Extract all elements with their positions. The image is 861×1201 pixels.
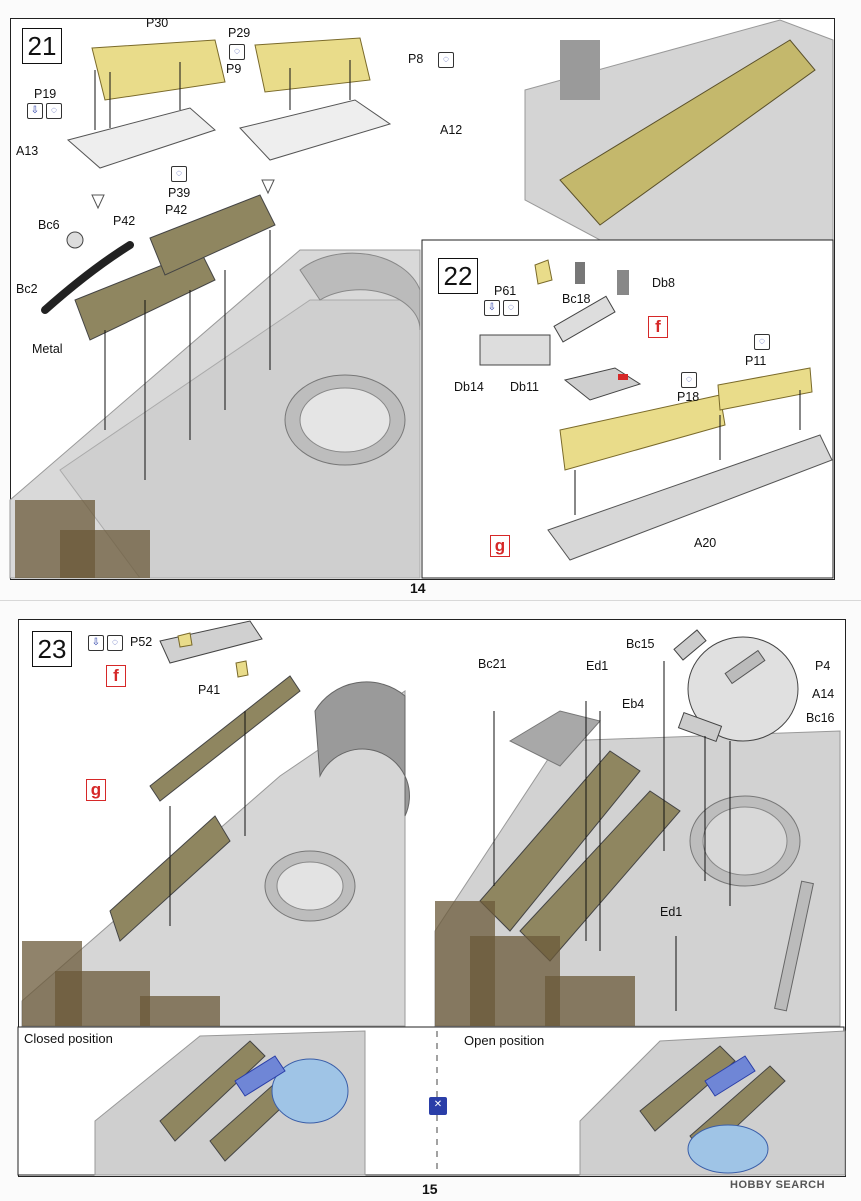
marker-g: g — [86, 779, 106, 801]
step-21-22-illustration — [9, 19, 834, 579]
label-p61: P61 — [494, 284, 517, 298]
fold-down-icon: ⇩ — [484, 300, 500, 316]
pe-bend-icon: ◌ — [438, 52, 454, 68]
hobby-search-watermark: HOBBY SEARCH — [730, 1179, 826, 1191]
label-p39: P39 — [168, 186, 191, 200]
step-21-number: 21 — [22, 28, 62, 64]
label-p41: P41 — [198, 683, 221, 697]
pe-bend-icon: ◌ — [503, 300, 519, 316]
step-23-illustration — [17, 620, 846, 1176]
swap-arrows-icon: ✕ — [429, 1097, 447, 1115]
label-db11: Db11 — [510, 380, 539, 394]
pe-bend-icon: ◌ — [681, 372, 697, 388]
step-23-number: 23 — [32, 631, 72, 667]
label-bc18: Bc18 — [562, 292, 591, 306]
step-22-number: 22 — [438, 258, 478, 294]
label-ed1-a: Ed1 — [586, 659, 609, 673]
pe-bend-icon: ◌ — [754, 334, 770, 350]
pe-bend-icon: ◌ — [46, 103, 62, 119]
marker-f: f — [106, 665, 126, 687]
pe-bend-icon: ◌ — [171, 166, 187, 182]
label-p42-a: P42 — [113, 214, 136, 228]
label-bc21: Bc21 — [478, 657, 507, 671]
label-db8: Db8 — [652, 276, 675, 290]
label-p9: P9 — [226, 62, 242, 76]
closed-position-caption: Closed position — [24, 1031, 113, 1046]
label-p8: P8 — [408, 52, 424, 66]
label-p42-b: P42 — [165, 203, 188, 217]
marker-f: f — [648, 316, 668, 338]
pe-bend-icon: ◌ — [107, 635, 123, 651]
marker-g: g — [490, 535, 510, 557]
open-position-caption: Open position — [464, 1033, 545, 1048]
label-p19: P19 — [34, 87, 57, 101]
label-a12: A12 — [440, 123, 463, 137]
label-bc16: Bc16 — [806, 711, 835, 725]
label-bc15: Bc15 — [626, 637, 655, 651]
label-p30: P30 — [146, 16, 169, 30]
page-number-14: 14 — [410, 580, 426, 596]
label-p18: P18 — [677, 390, 700, 404]
label-a20: A20 — [694, 536, 717, 550]
label-p29: P29 — [228, 26, 251, 40]
label-p11: P11 — [745, 354, 767, 368]
page-15: 23 ⇩ ◌ P52 f P41 g Bc21 Ed1 Bc15 P4 A14 … — [0, 600, 861, 1201]
page-number-15: 15 — [422, 1181, 438, 1197]
label-a14: A14 — [812, 687, 835, 701]
fold-down-icon: ⇩ — [27, 103, 43, 119]
label-db14: Db14 — [454, 380, 484, 394]
label-p4: P4 — [815, 659, 831, 673]
label-ed1-b: Ed1 — [660, 905, 683, 919]
label-metal: Metal — [32, 342, 63, 356]
label-bc6: Bc6 — [38, 218, 60, 232]
fold-down-icon: ⇩ — [88, 635, 104, 651]
page-14: 21 P30 P9 P29 ◌ P8 ◌ P19 ⇩ ◌ A13 A12 ◌ P… — [0, 0, 861, 600]
label-bc2: Bc2 — [16, 282, 38, 296]
label-eb4: Eb4 — [622, 697, 645, 711]
pe-bend-icon: ◌ — [229, 44, 245, 60]
label-a13: A13 — [16, 144, 39, 158]
label-p52: P52 — [130, 635, 153, 649]
